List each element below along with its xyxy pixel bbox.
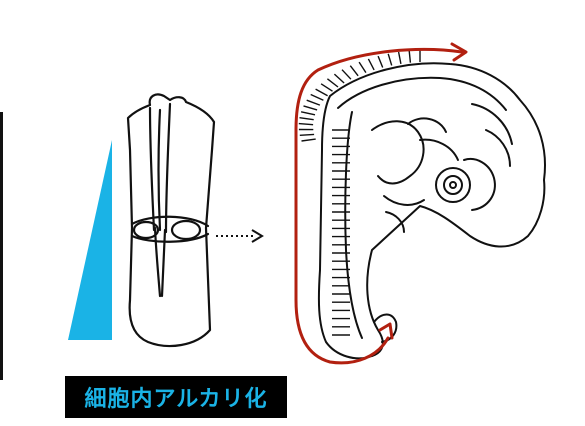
somite-tick [397, 51, 402, 65]
somite-tick [408, 50, 412, 63]
early-embryo-sketch [126, 93, 216, 348]
caption-box: 細胞内アルカリ化 [65, 376, 287, 418]
somite-tick [306, 99, 321, 106]
somite-tick [341, 69, 352, 80]
somite-tick [298, 122, 314, 126]
left-edge-bar [0, 112, 3, 380]
somite-tick [310, 93, 324, 101]
somite-ticks [298, 50, 421, 336]
somite-tick [315, 88, 328, 97]
caption-text: 細胞内アルカリ化 [84, 387, 268, 412]
somite-tick [326, 78, 339, 88]
somite-tick [387, 53, 393, 66]
gradient-wedge [68, 140, 112, 340]
somite-tick [303, 105, 318, 111]
somite-tick [349, 65, 359, 77]
somite-tick [358, 61, 367, 73]
somite-tick [300, 111, 316, 116]
dotted-arrow-right-icon [216, 229, 264, 243]
somite-tick [320, 83, 333, 92]
somite-tick [299, 117, 314, 121]
somite-tick [301, 138, 316, 142]
late-embryo-sketch [317, 62, 546, 360]
somite-tick [333, 73, 345, 84]
axis-curved-arrow-icon [294, 42, 468, 365]
somite-tick [299, 133, 315, 136]
somite-tick [367, 58, 375, 71]
somite-tick [377, 55, 384, 68]
